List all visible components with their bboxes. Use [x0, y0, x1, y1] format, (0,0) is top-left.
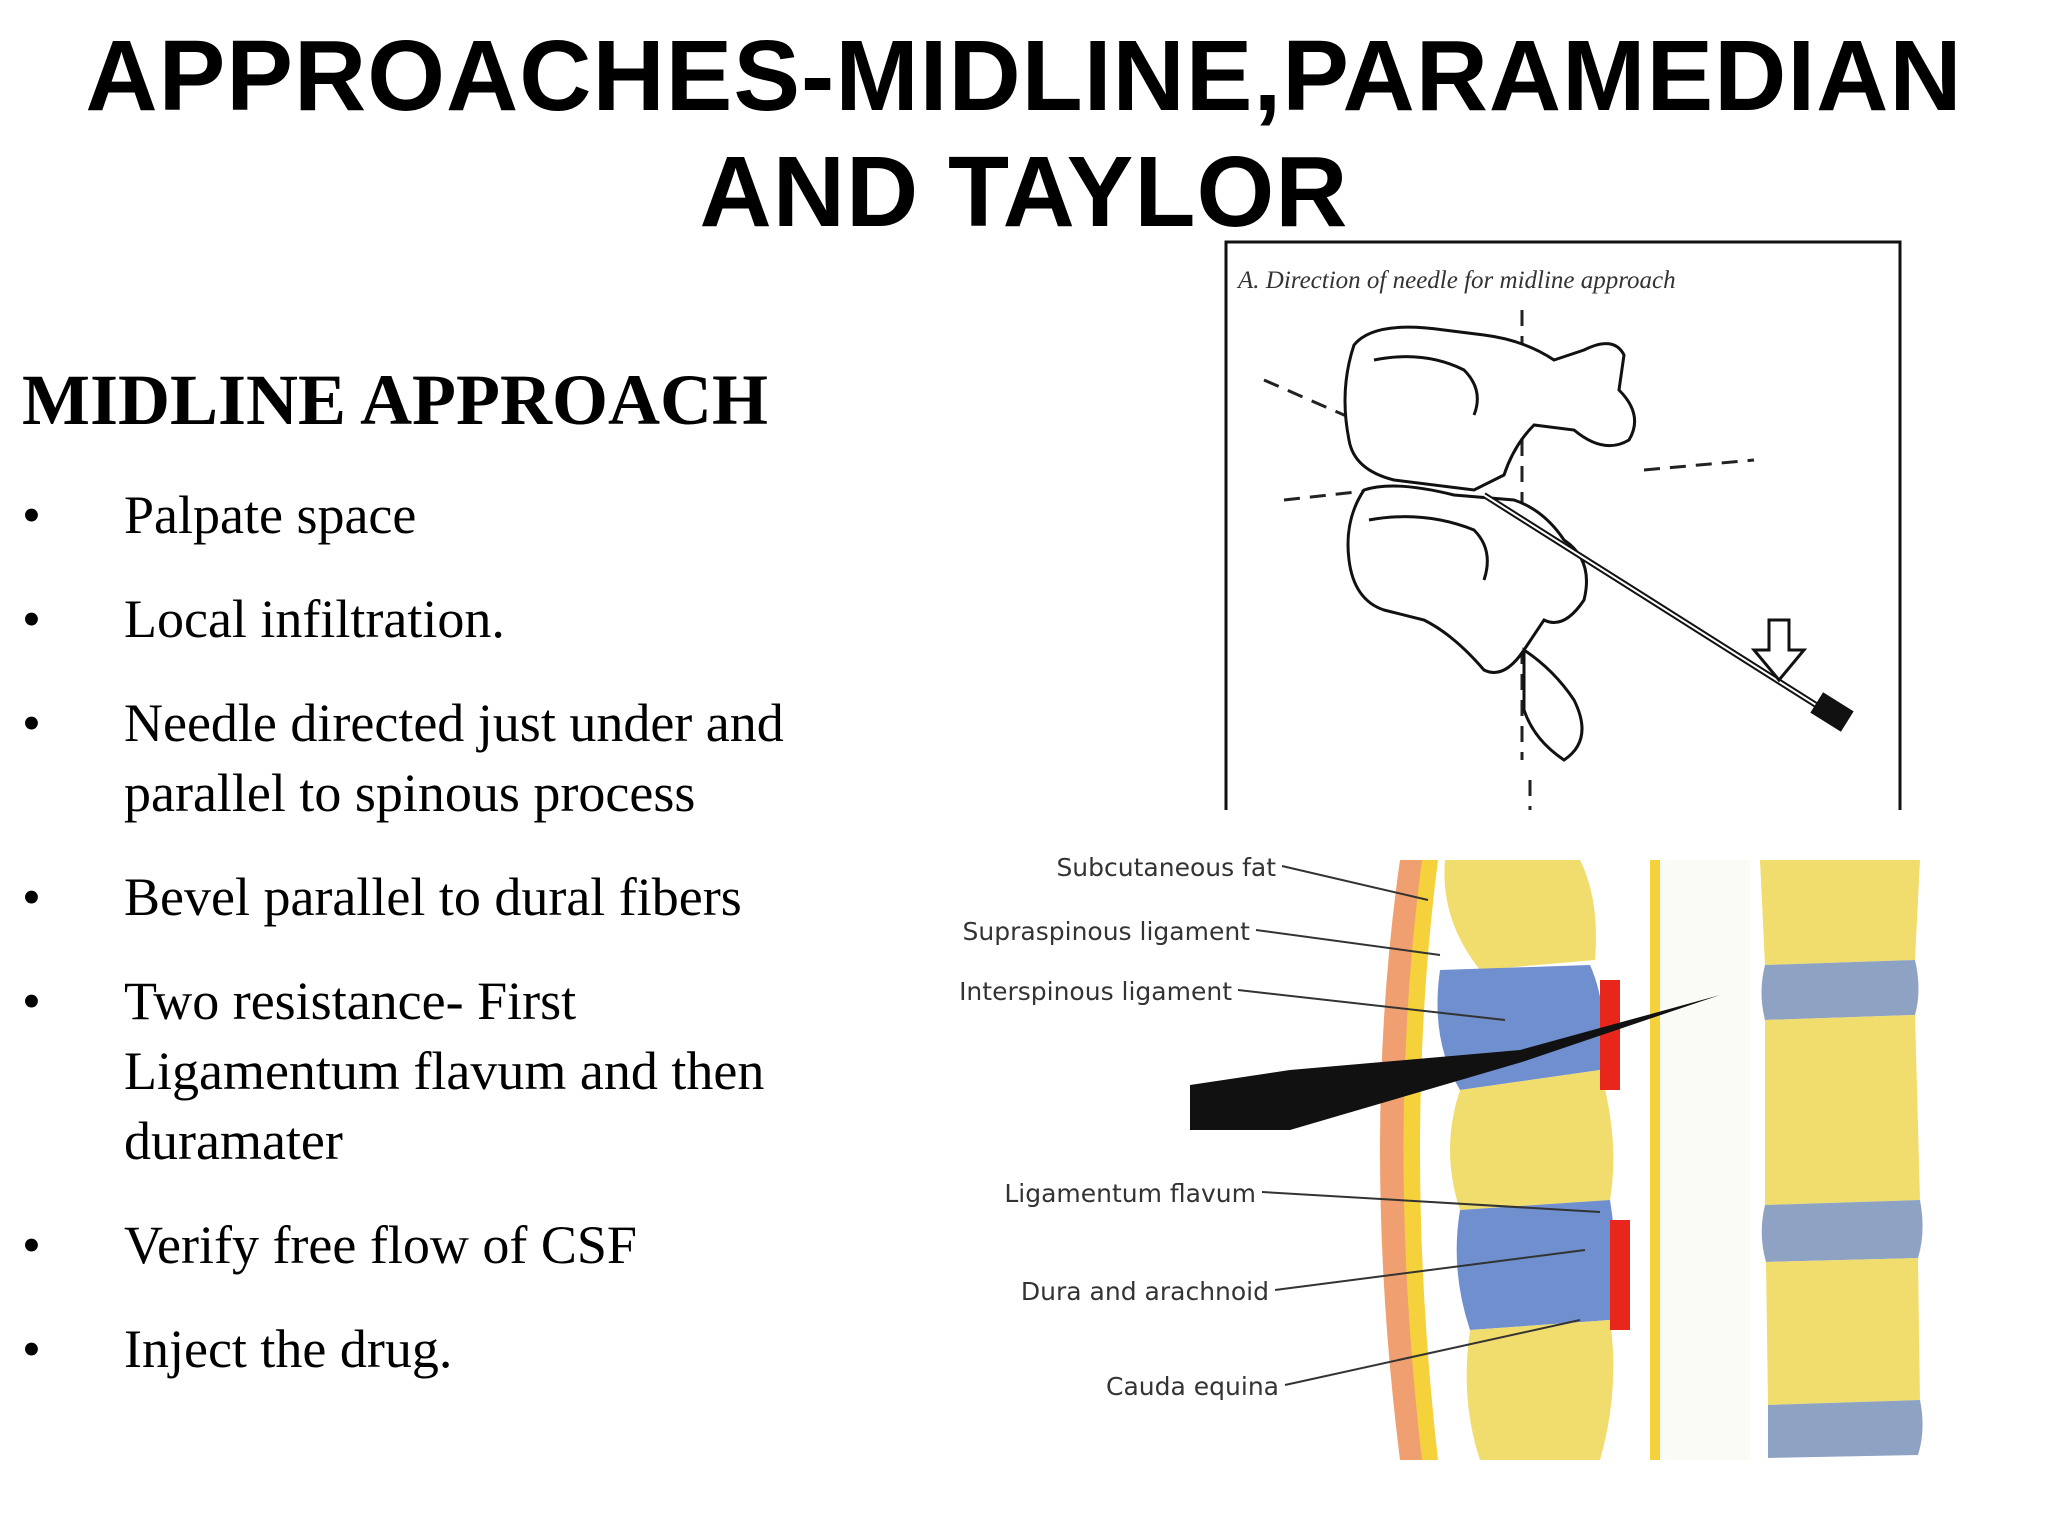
bullet-text: Local infiltration.: [124, 589, 505, 649]
label-leaders: [1237, 865, 1601, 1386]
bullet-text: parallel to spinous process: [124, 763, 696, 823]
bullet-dot: •: [22, 589, 41, 649]
bullet-text: duramater: [124, 1111, 343, 1171]
bullet-text: Palpate space: [124, 485, 417, 545]
bullet-dot: •: [22, 867, 41, 927]
bullet-dot: •: [22, 693, 41, 753]
bullet-dot: •: [22, 485, 41, 545]
bullet-text: Ligamentum flavum and then: [124, 1041, 765, 1101]
bullet-item: • Needle directed just under and paralle…: [22, 688, 902, 828]
bullet-dot: •: [22, 1215, 41, 1275]
bullet-item: • Bevel parallel to dural fibers: [22, 862, 902, 932]
bullet-dot: •: [22, 971, 41, 1031]
posterior-elements: [1437, 860, 1615, 1460]
direction-arrow-icon: [1750, 618, 1808, 683]
ligamentum-flavum: [1600, 980, 1630, 1330]
vertebrae-outline: [1343, 325, 1637, 762]
section-heading: MIDLINE APPROACH: [22, 360, 769, 440]
bullet-text: Bevel parallel to dural fibers: [124, 867, 742, 927]
bullet-item: • Palpate space: [22, 480, 902, 550]
label-interspinous-ligament: Interspinous ligament: [960, 977, 1232, 1006]
midline-needle-drawing: A. Direction of needle for midline appro…: [1224, 240, 1902, 844]
spine-section-drawing: Subcutaneous fat Supraspinous ligament I…: [959, 853, 1923, 1460]
bullet-item: • Inject the drug.: [22, 1314, 902, 1384]
vertebral-column: [1760, 860, 1923, 1458]
label-dura-and-arachnoid: Dura and arachnoid: [1021, 1277, 1269, 1306]
title-line-1: APPROACHES-MIDLINE,PARAMEDIAN: [85, 20, 1963, 132]
bullet-text: Inject the drug.: [124, 1319, 453, 1379]
label-supraspinous-ligament: Supraspinous ligament: [963, 917, 1251, 946]
figure-caption: A. Direction of needle for midline appro…: [1236, 267, 1676, 294]
spinal-needle: [1482, 492, 1854, 732]
bullet-text: Two resistance- First: [124, 971, 577, 1031]
label-subcutaneous-fat: Subcutaneous fat: [1056, 853, 1276, 882]
spine-anatomy-illustration: Subcutaneous fat Supraspinous ligament I…: [959, 840, 1960, 1480]
bullet-list: • Palpate space • Local infiltration. • …: [22, 480, 902, 1418]
spinal-needle: [1190, 995, 1720, 1130]
bullet-item: • Two resistance- First Ligamentum flavu…: [22, 966, 902, 1176]
label-ligamentum-flavum: Ligamentum flavum: [1004, 1179, 1256, 1208]
midline-needle-diagram: A. Direction of needle for midline appro…: [1224, 240, 1904, 844]
bullet-item: • Local infiltration.: [22, 584, 902, 654]
bullet-text: Needle directed just under and: [124, 693, 784, 753]
bullet-dot: •: [22, 1319, 41, 1379]
bullet-text: Verify free flow of CSF: [124, 1215, 637, 1275]
label-cauda-equina: Cauda equina: [1106, 1372, 1279, 1401]
spinal-canal: [1660, 860, 1750, 1460]
bullet-item: • Verify free flow of CSF: [22, 1210, 902, 1280]
slide-title: APPROACHES-MIDLINE,PARAMEDIAN AND TAYLOR: [0, 18, 2048, 250]
title-line-2: AND TAYLOR: [699, 136, 1349, 248]
dura-layer: [1650, 860, 1660, 1460]
